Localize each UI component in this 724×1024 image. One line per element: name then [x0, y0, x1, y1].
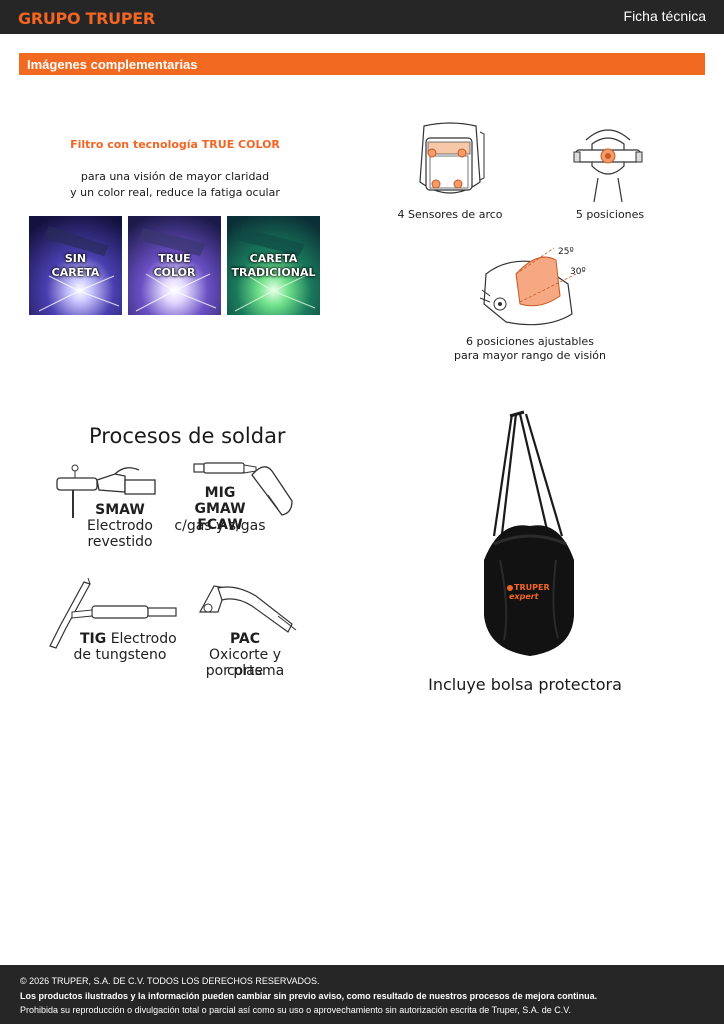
photo-label-1a: SIN — [64, 252, 87, 265]
protective-bag-image — [484, 410, 574, 656]
tig-line1: TIG Electrodo — [80, 631, 177, 647]
helmet-sensors-icon — [419, 122, 485, 194]
filter-title: Filtro con tecnología TRUE COLOR — [70, 138, 280, 151]
mig-name: MIG — [204, 485, 236, 501]
positions-caption: 5 posiciones — [575, 208, 645, 221]
section-header: Imágenes complementarias — [19, 53, 705, 75]
photo-label-3a: CARETA — [249, 252, 298, 265]
filter-desc-line1: para una visión de mayor claridad — [80, 170, 270, 183]
bag-logo-brand: TRUPER — [514, 583, 550, 592]
photo-careta-tradicional: CARETA TRADICIONAL — [227, 216, 320, 315]
filter-desc-line2: y un color real, reduce la fatiga ocular — [70, 186, 280, 199]
sensors-caption: 4 Sensores de arco — [397, 208, 503, 221]
photo-label-3b: TRADICIONAL — [231, 266, 316, 279]
brand-logo: GRUPO TRUPER — [18, 9, 155, 28]
helmet-angle-icon — [479, 247, 577, 326]
adjust-caption-line1: 6 posiciones ajustables — [466, 335, 594, 348]
photo-label-2a: TRUE — [158, 252, 191, 265]
smaw-holder-icon — [56, 464, 156, 518]
tig-line2: de tungsteno — [73, 647, 167, 663]
footer-notice: Los productos ilustrados y la informació… — [20, 991, 598, 1001]
footer-prohibition: Prohibida su reproducción o divulgación … — [20, 1005, 571, 1015]
bag-caption: Incluye bolsa protectora — [428, 675, 622, 694]
smaw-line1: Electrodo — [86, 518, 153, 534]
mig-name2: GMAW FCAW — [194, 501, 246, 533]
angle-30-label: 30º — [570, 267, 586, 277]
adjust-caption-line2: para mayor rango de visión — [454, 349, 606, 362]
pac-torch-icon — [198, 585, 297, 633]
photo-true-color: TRUE COLOR — [128, 216, 221, 315]
top-bar — [0, 0, 724, 34]
mig-line1: c/gas y s/gas — [174, 518, 266, 534]
pac-name: PAC — [229, 631, 261, 647]
section-title: Imágenes complementarias — [27, 57, 198, 72]
smaw-name: SMAW — [95, 502, 145, 518]
smaw-line2: revestido — [87, 534, 153, 550]
pac-line2: por plasma — [205, 663, 285, 679]
document-type: Ficha técnica — [623, 8, 706, 24]
photo-label-2b: COLOR — [153, 266, 196, 279]
footer-copyright: © 2026 TRUPER, S.A. DE C.V. TODOS LOS DE… — [20, 976, 320, 986]
processes-title: Procesos de soldar — [89, 424, 286, 448]
mig-torch-icon — [193, 462, 293, 516]
bag-logo-expert: expert — [509, 592, 539, 601]
pac-line1: Oxicorte y corte — [208, 647, 282, 679]
photo-sin-careta: SIN CARETA — [29, 216, 122, 315]
footer: © 2026 TRUPER, S.A. DE C.V. TODOS LOS DE… — [0, 965, 724, 1024]
tig-torch-icon — [49, 577, 177, 649]
angle-25-label: 25º — [558, 247, 574, 257]
photo-label-1b: CARETA — [51, 266, 100, 279]
headgear-positions-icon — [573, 129, 643, 203]
